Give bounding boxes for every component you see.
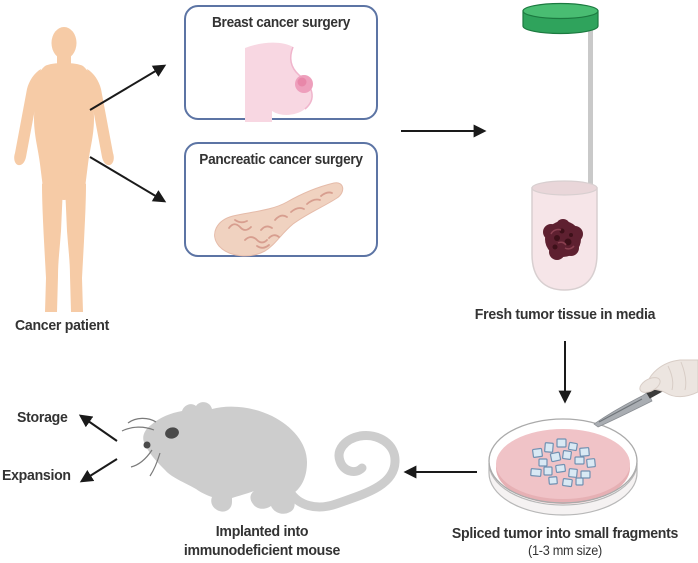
storage-label: Storage	[17, 409, 68, 426]
mouse-nose	[143, 441, 151, 449]
cancer-patient-label: Cancer patient	[15, 317, 109, 334]
pancreatic-surgery-title: Pancreatic cancer surgery	[199, 152, 363, 168]
fragment-size-label: (1-3 mm size)	[528, 543, 602, 558]
mouse-whiskers	[121, 417, 161, 477]
scalpel-hand-icon	[593, 359, 698, 428]
human-body-icon	[14, 27, 114, 312]
test-tube-icon	[522, 2, 599, 291]
mouse-tail	[285, 431, 400, 512]
pancreas-icon	[214, 182, 344, 257]
tumor-fragments	[530, 438, 596, 488]
mouse-eye	[165, 427, 179, 439]
implanted-label-line2: immunodeficient mouse	[183, 542, 341, 559]
petri-dish-icon	[488, 418, 638, 516]
tumor-tissue	[543, 219, 583, 260]
tube-cap	[522, 2, 599, 35]
mouse-icon	[121, 402, 400, 514]
fresh-tumor-label: Fresh tumor tissue in media	[474, 306, 656, 323]
expansion-label: Expansion	[2, 467, 71, 484]
tube-stem	[588, 24, 593, 192]
spliced-tumor-label: Spliced tumor into small fragments	[451, 525, 679, 542]
breast-surgery-title: Breast cancer surgery	[211, 15, 351, 31]
implanted-label-line1: Implanted into	[215, 523, 309, 540]
breast-icon	[245, 42, 313, 122]
